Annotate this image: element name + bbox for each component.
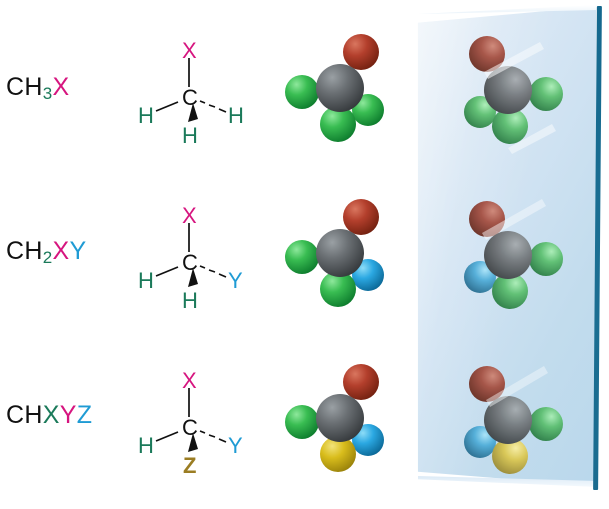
formula-part: X [52,237,70,265]
atom-label-h-bottom: H [182,123,198,148]
sphere-carbon [316,64,364,112]
bond-dashed-right [199,265,227,278]
sphere-h-right [464,96,496,128]
sphere-h-left [529,407,563,441]
mirror-image-model-ch3x [440,24,570,154]
atom-label-h-bottom: H [182,288,198,313]
sphere-carbon [484,396,532,444]
sphere-h-left [529,242,563,276]
formula-part: Y [59,401,77,429]
formula-part: CH [6,237,43,265]
formula-part: X [52,73,70,101]
sphere-h-bottom [492,108,528,144]
bond-dashed-right [199,430,227,443]
formula-ch3x: CH3X [6,73,69,104]
atom-label-x: X [182,38,197,63]
sphere-h-bottom [320,271,356,307]
sphere-carbon [316,229,364,277]
mirror-image-model-ch2xy [440,189,570,319]
bond-plain-left [155,431,179,442]
sphere-h-left [285,75,319,109]
atom-label-h-left: H [138,433,154,458]
bond-dashed-right [199,100,227,113]
sphere-x [343,199,379,235]
sphere-z [320,436,356,472]
atom-label-y-right: Y [228,433,243,458]
atom-label-h-left: H [138,103,154,128]
sphere-carbon [484,66,532,114]
sphere-h-left [529,77,563,111]
mirror-glare [486,366,548,407]
atom-label-x: X [182,368,197,393]
mirror-plane-top-edge [418,5,598,14]
skeletal-structure-ch3x: X C H H H [130,25,260,155]
formula-ch2xy: CH2XY [6,237,86,268]
sphere-z [492,438,528,474]
skeletal-structure-chxyz: X C H Y Z [130,355,260,485]
sphere-carbon [484,231,532,279]
formula-part: X [42,401,60,429]
bond-plain-left [155,266,179,277]
mirror-glare [484,42,556,154]
formula-part: Y [69,237,87,265]
mirror-plane-bottom-edge [418,476,598,487]
sphere-h-bottom [492,273,528,309]
atom-label-carbon: C [182,85,198,110]
ball-stick-model-ch2xy [278,187,408,317]
atom-label-h-right: H [228,103,244,128]
formula-chxyz: CHXYZ [6,401,92,430]
formula-part: CH [6,401,43,429]
mirror-glare [482,199,546,240]
sphere-h-left [285,240,319,274]
ball-stick-model-chxyz [278,352,408,482]
sphere-x [469,36,505,72]
atom-label-y-right: Y [228,268,243,293]
sphere-h-left [285,405,319,439]
atom-label-carbon: C [182,415,198,440]
sphere-x [343,34,379,70]
atom-label-carbon: C [182,250,198,275]
sphere-h-bottom [320,106,356,142]
ball-stick-model-ch3x [278,22,408,152]
sphere-x [469,366,505,402]
sphere-carbon [316,394,364,442]
bond-wedge-bottom [188,433,198,452]
formula-part-subscript: 2 [42,248,53,267]
bond-plain-left [155,101,179,112]
sphere-y [464,261,496,293]
bond-wedge-bottom [188,268,198,287]
formula-part: Z [76,401,93,429]
sphere-y [352,259,384,291]
atom-label-x: X [182,203,197,228]
atom-label-h-left: H [138,268,154,293]
mirror-image-model-chxyz [440,354,570,484]
sphere-y [464,426,496,458]
atom-label-z-bottom: Z [183,453,197,478]
formula-part-subscript: 3 [42,84,53,103]
sphere-h-right [352,94,384,126]
sphere-y [352,424,384,456]
skeletal-structure-ch2xy: X C H Y H [130,190,260,320]
sphere-x [343,364,379,400]
formula-part: CH [6,73,43,101]
bond-wedge-bottom [188,103,198,122]
